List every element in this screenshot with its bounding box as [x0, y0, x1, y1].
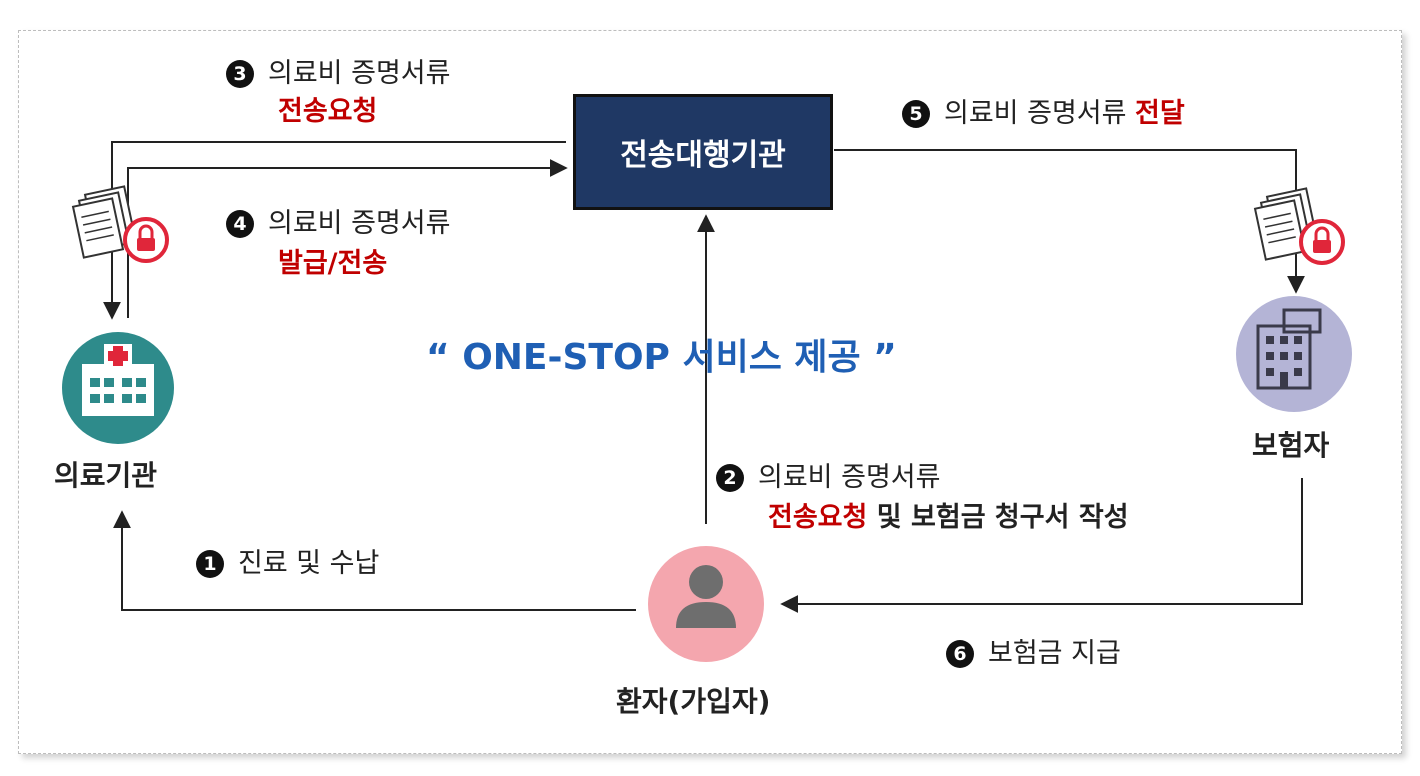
arrow-step3 [103, 141, 566, 320]
central-label: 전송대행기관 [620, 138, 786, 173]
step2-label: 2 의료비 증명서류 [716, 460, 940, 496]
step4-line1: 의료비 증명서류 [268, 208, 451, 239]
hospital-icon [62, 332, 174, 444]
patient-label: 환자(가입자) [616, 685, 771, 718]
step5-line1-red: 전달 [1135, 98, 1185, 129]
step4-number: 4 [226, 210, 254, 238]
building-icon [1236, 296, 1352, 412]
step6-line1: 보험금 지급 [988, 638, 1121, 669]
step3-line2: 전송요청 [278, 96, 378, 127]
lock-icon [123, 217, 169, 263]
hospital-label: 의료기관 [54, 459, 158, 492]
lock-icon [1299, 219, 1345, 265]
one-stop-slogan: “ ONE-STOP 서비스 제공 ” [426, 337, 897, 378]
insurer-label: 보험자 [1252, 429, 1330, 462]
arrow-step5 [834, 149, 1305, 294]
step6-label: 6 보험금 지급 [946, 636, 1121, 672]
step3-label: 3 의료비 증명서류 [226, 56, 450, 92]
step5-line1: 의료비 증명서류 [944, 98, 1136, 129]
transmission-agency-box: 전송대행기관 [573, 94, 833, 210]
step2-line1: 의료비 증명서류 [758, 462, 941, 493]
step3-number: 3 [226, 60, 254, 88]
step2-line2-red: 전송요청 [768, 502, 868, 533]
step2-line2: 전송요청 및 보험금 청구서 작성 [768, 500, 1129, 536]
arrow-step4 [127, 159, 568, 318]
document-stack-icon [71, 185, 137, 259]
step5-number: 5 [902, 100, 930, 128]
arrow-step1 [113, 510, 636, 611]
step3-line1: 의료비 증명서류 [268, 58, 451, 89]
step2-number: 2 [716, 464, 744, 492]
step2-line2-rest: 및 보험금 청구서 작성 [867, 502, 1129, 533]
step1-line1: 진료 및 수납 [238, 548, 380, 579]
step6-number: 6 [946, 640, 974, 668]
step4-line2: 발급/전송 [278, 248, 388, 279]
person-icon [648, 546, 764, 662]
step4-label: 4 의료비 증명서류 [226, 206, 450, 242]
arrow-step6 [780, 478, 1303, 613]
step1-number: 1 [196, 550, 224, 578]
step5-label: 5 의료비 증명서류 전달 [902, 96, 1185, 132]
step1-label: 1 진료 및 수납 [196, 546, 379, 582]
